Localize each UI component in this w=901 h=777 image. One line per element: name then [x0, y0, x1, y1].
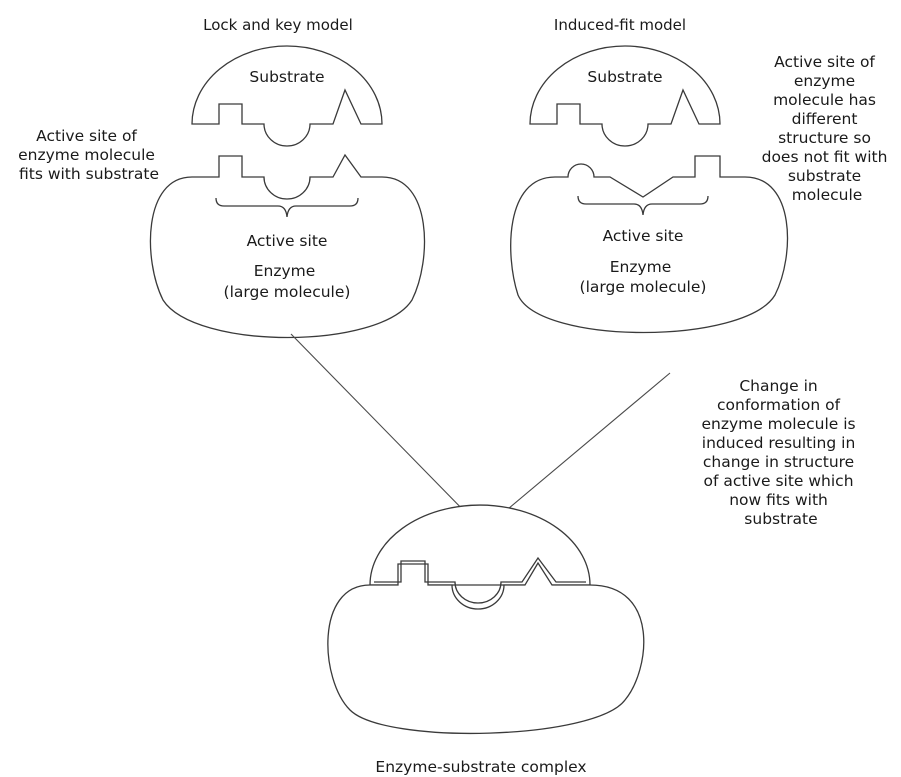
lock-key-enzyme — [149, 153, 426, 339]
induced-fit-active-site-label: Active site — [603, 227, 684, 245]
lock-key-enzyme-label: Enzyme (large molecule) — [224, 262, 351, 301]
lock-key-active-site-label: Active site — [247, 232, 328, 250]
induced-fit-enzyme — [510, 155, 789, 334]
lock-key-active-site-brace — [215, 197, 359, 218]
lock-key-substrate — [191, 45, 383, 147]
induced-fit-change-note: Change in conformation of enzyme molecul… — [701, 377, 860, 528]
induced-fit-note: Active site of enzyme molecule has diffe… — [762, 53, 893, 204]
induced-fit-title: Induced-fit model — [554, 16, 686, 34]
arrow-lock-key-to-complex — [290, 333, 473, 520]
induced-fit-enzyme-label: Enzyme (large molecule) — [580, 258, 707, 296]
complex-enzyme — [327, 561, 645, 735]
arrow-induced-fit-to-complex — [495, 372, 671, 520]
complex-label: Enzyme-substrate complex — [375, 758, 586, 776]
lock-key-note: Active site of enzyme molecule fits with… — [18, 127, 160, 183]
induced-fit-substrate — [529, 45, 721, 147]
induced-fit-substrate-label: Substrate — [587, 68, 662, 86]
induced-fit-active-site-brace — [577, 195, 709, 216]
complex-interface — [374, 556, 586, 604]
lock-and-key-title: Lock and key model — [203, 16, 353, 34]
lock-key-substrate-label: Substrate — [249, 68, 324, 86]
